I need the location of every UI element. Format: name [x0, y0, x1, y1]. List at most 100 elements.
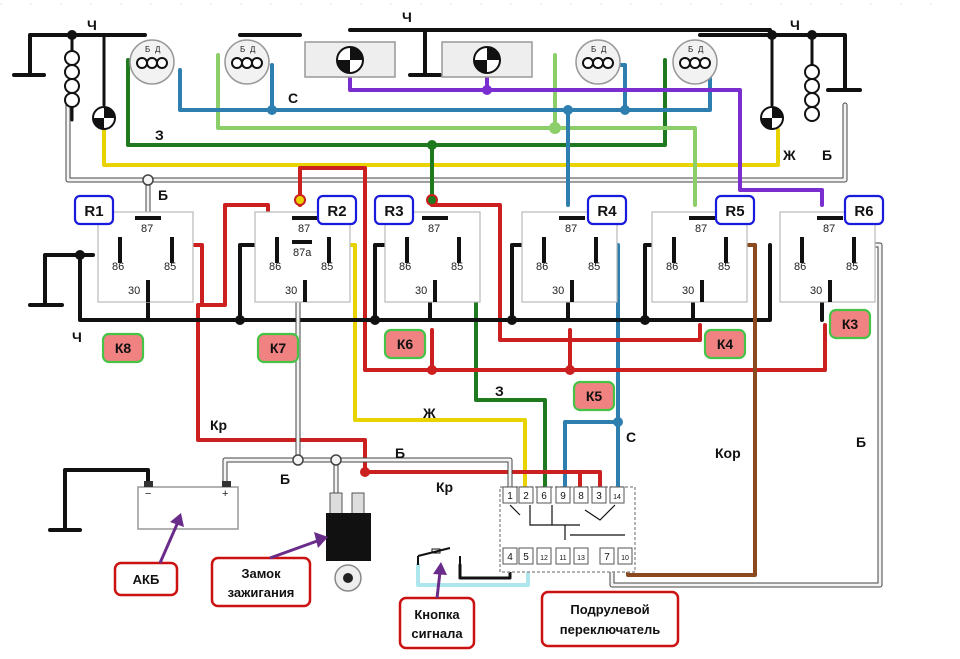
relay-body	[254, 211, 351, 303]
switch-pin: 4	[502, 547, 518, 565]
relay-pin-label: 30	[128, 285, 140, 297]
horn-button-wire	[416, 563, 530, 587]
relay-pin-label: 87	[428, 223, 440, 235]
yellow-wire	[102, 128, 780, 489]
battery: − +	[137, 481, 239, 530]
contact-30	[570, 280, 574, 302]
contact-85	[594, 237, 598, 263]
switch-pin-box	[518, 547, 534, 565]
switch-pin: 1	[502, 486, 518, 504]
callout-ignition: Замок зажигания	[210, 532, 328, 608]
wire-label-black: Ч	[402, 9, 412, 25]
k-label: К8	[101, 332, 145, 364]
wire-label-yellow: Ж	[422, 405, 436, 421]
callout-battery: АКБ	[113, 513, 184, 597]
relay-tag-label: R2	[327, 203, 346, 220]
switch-pin: 3	[591, 486, 607, 504]
wire-label-white: Б	[395, 445, 405, 461]
contact-85	[170, 237, 174, 263]
relay-body	[384, 211, 481, 303]
switch-pin-label: 6	[541, 491, 547, 502]
relay-pin-label: 87	[695, 223, 707, 235]
relay-pin-label: 85	[718, 261, 730, 273]
switch-pin-box	[518, 486, 534, 504]
contact-30	[433, 280, 437, 302]
switch-pin-label: 5	[523, 552, 529, 563]
k-label-box	[703, 328, 747, 360]
contact-86	[118, 237, 122, 263]
switch-pin-box	[609, 486, 625, 504]
bulb-letter-d: Д	[155, 45, 161, 54]
switch-pin-box	[502, 547, 518, 565]
relay-tag-box	[73, 194, 115, 226]
center-lamp-left	[304, 41, 396, 78]
relay-pin-label: 87	[298, 223, 310, 235]
k-label-text: К4	[717, 336, 734, 352]
relay-tag-box	[373, 194, 415, 226]
switch-pin-box	[617, 547, 633, 565]
relay-pin-label: 87	[141, 223, 153, 235]
k-label-box	[383, 328, 427, 360]
relay-pin-label: 30	[810, 285, 822, 297]
contact-86	[405, 237, 409, 263]
relay-tag-box	[586, 194, 628, 226]
wire-label-white: Б	[856, 434, 866, 450]
contact-87	[689, 216, 715, 220]
relay-pin-label: 87a	[293, 247, 312, 259]
wire-label-white: Б	[158, 187, 168, 203]
callout-ignition-line1: Замок	[241, 566, 281, 581]
k-label: К6	[383, 328, 427, 360]
callout-battery-label: АКБ	[133, 572, 160, 587]
contact-85	[852, 237, 856, 263]
relay-body	[521, 211, 618, 303]
switch-pin-box	[573, 547, 589, 565]
headlamp-2: Б Д	[224, 39, 270, 85]
contact-87a	[292, 240, 312, 244]
k-label: К3	[828, 308, 872, 340]
relay-pin-label: 86	[269, 261, 281, 273]
k-label-box	[572, 380, 616, 412]
wire-label-green: З	[495, 383, 504, 399]
contact-86	[800, 237, 804, 263]
callout-button-line1: Кнопка	[414, 607, 460, 622]
relay-body	[651, 211, 748, 303]
relay-pin-label: 30	[415, 285, 427, 297]
wire-label-blue: С	[288, 90, 298, 106]
k-label-text: К6	[397, 336, 414, 352]
junction-dots	[67, 30, 817, 477]
wire-label-red: Кр	[436, 479, 453, 495]
left-marker-lamps	[64, 33, 116, 130]
contact-30	[303, 280, 307, 302]
black-wire-top	[12, 28, 862, 92]
bulb-letter-d: Д	[250, 45, 256, 54]
switch-pin-label: 2	[523, 491, 529, 502]
callout-switch-line2: переключатель	[560, 622, 660, 637]
relay-pin-label: 85	[451, 261, 463, 273]
switch-pin-box	[555, 486, 571, 504]
wire-label-white: Б	[822, 147, 832, 163]
purple-wire	[348, 73, 824, 207]
k-label-text: К5	[586, 388, 603, 404]
relay-pin-label: 86	[536, 261, 548, 273]
relay-pin-label: 85	[588, 261, 600, 273]
switch-pin-box	[502, 486, 518, 504]
contact-85	[327, 237, 331, 263]
relay-tag: R5	[714, 194, 756, 226]
switch-pin-label: 14	[613, 494, 621, 501]
contact-87	[817, 216, 843, 220]
k-label-text: К3	[842, 316, 859, 332]
bulb-letter-d: Д	[698, 45, 704, 54]
switch-pin: 6	[536, 486, 552, 504]
contact-87	[292, 216, 318, 220]
relay-tag-box	[316, 194, 358, 226]
k-label-box	[256, 332, 300, 364]
battery-plus-label: +	[222, 488, 228, 500]
contact-87	[135, 216, 161, 220]
switch-pin-box	[536, 547, 552, 565]
relay-pin-label: 86	[794, 261, 806, 273]
wire-label-black: Ч	[87, 17, 97, 33]
